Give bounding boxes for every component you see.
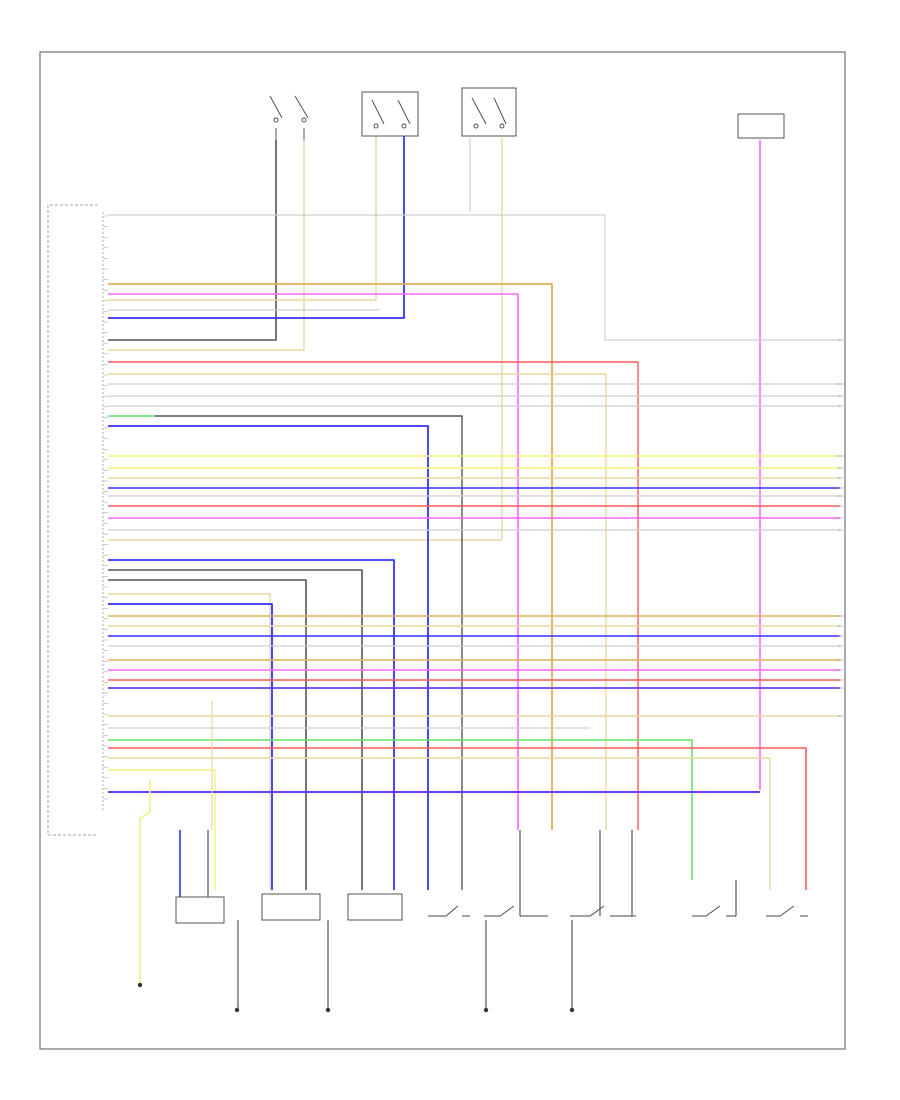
- bottom-component-b: [261, 893, 321, 921]
- bottom-component-d: [428, 905, 470, 917]
- wire-tan-5: [108, 138, 503, 541]
- wire-green-42: [108, 739, 693, 880]
- bottom-component-f: [570, 905, 636, 917]
- ground-2: [234, 1007, 240, 1013]
- wire-lightgray-7: [108, 214, 840, 341]
- bottom-component-c: [347, 893, 403, 921]
- wire-orange-8: [108, 283, 553, 830]
- wire-dark-29: [108, 579, 307, 890]
- wire-pink-9: [108, 293, 519, 830]
- wire-red-11: [108, 361, 639, 830]
- bottom-component-a: [175, 896, 225, 924]
- wire-yellow-45: [108, 769, 216, 890]
- wire-red-43: [108, 747, 807, 890]
- wire-dark-0: [108, 140, 277, 341]
- top-switch-1: [269, 95, 309, 140]
- control-module-outline: [47, 204, 98, 836]
- wire-tan-30: [108, 593, 271, 890]
- wire-blue-27: [108, 559, 395, 890]
- pin-labels-layer: [103, 215, 843, 800]
- top-switch-3: [461, 87, 517, 137]
- wire-yellow-47: [139, 780, 151, 985]
- wire-tan-1: [108, 140, 305, 351]
- wires-layer: [108, 136, 840, 1008]
- wire-tan-12: [108, 373, 607, 830]
- bottom-component-g: [692, 905, 736, 917]
- bottom-component-h: [766, 905, 808, 917]
- ground-1: [137, 982, 143, 988]
- wire-tan-2: [108, 136, 377, 301]
- wire-dark-28: [108, 569, 363, 890]
- ground-4: [483, 1007, 489, 1013]
- wire-tan-44: [108, 757, 771, 890]
- bottom-component-e: [484, 905, 548, 917]
- top-switch-2: [361, 91, 419, 137]
- ground-5: [569, 1007, 575, 1013]
- top-right-module: [737, 113, 785, 139]
- wire-blue-18: [108, 425, 429, 890]
- wire-blue-31: [108, 603, 273, 890]
- wire-blue-3: [108, 136, 405, 319]
- diagram-frame: [39, 51, 846, 1050]
- ground-3: [325, 1007, 331, 1013]
- wire-dark-17: [155, 415, 463, 890]
